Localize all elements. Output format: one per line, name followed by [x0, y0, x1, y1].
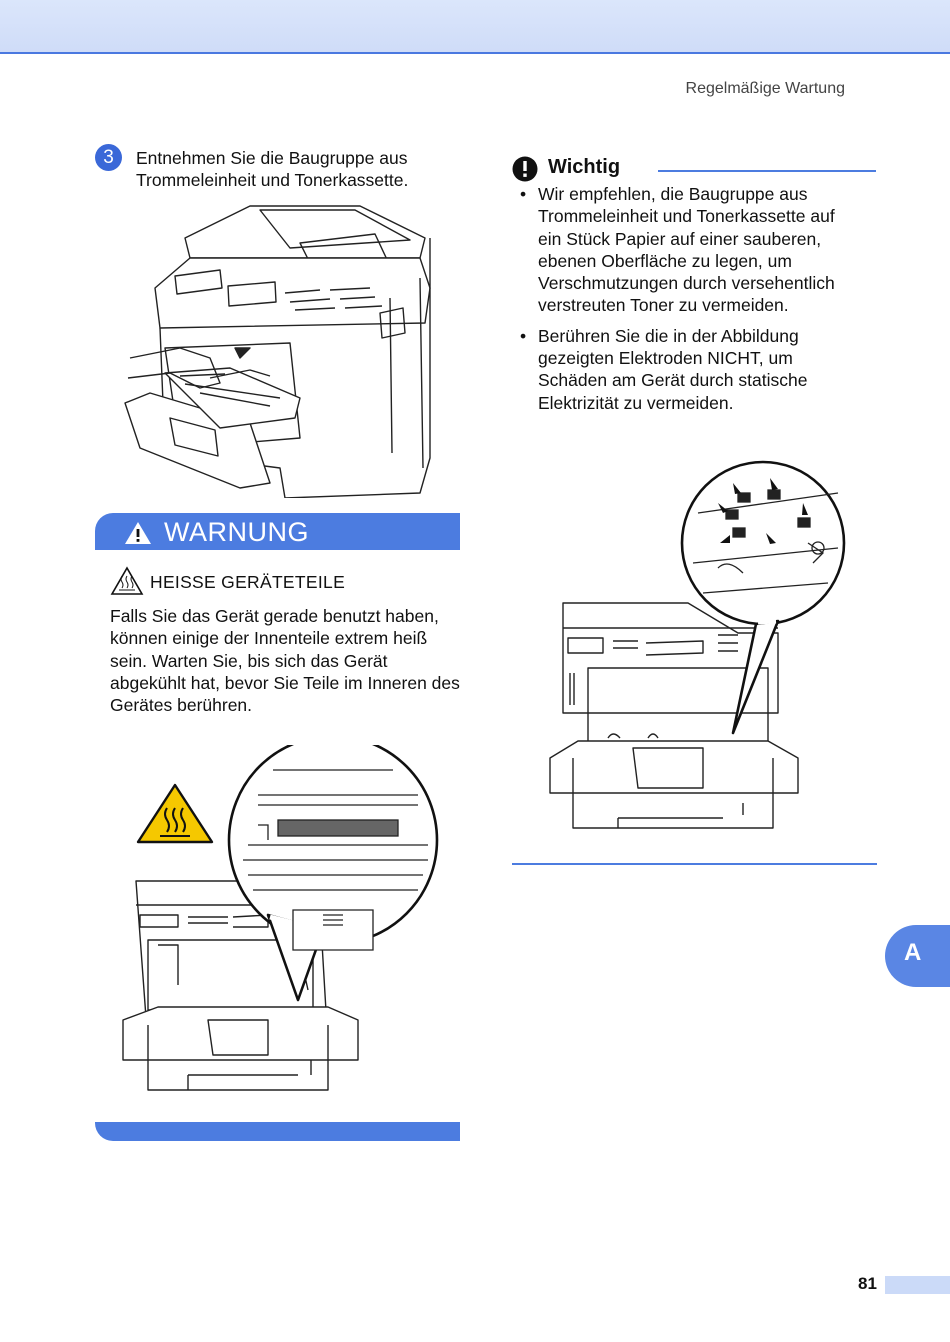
list-item: •Berühren Sie die in der Abbildung gezei… — [520, 325, 808, 413]
appendix-side-tab: A — [885, 925, 950, 987]
important-exclamation-icon — [512, 156, 538, 182]
electrode-zoom-circle — [680, 460, 846, 626]
section-header-title: Regelmäßige Wartung — [685, 80, 845, 97]
important-bullet-list: •Wir empfehlen, die Baugruppe aus Tromme… — [515, 183, 860, 422]
hot-surface-warning-symbol — [136, 783, 214, 844]
list-item: •Wir empfehlen, die Baugruppe aus Tromme… — [520, 184, 835, 316]
important-end-rule — [512, 863, 877, 865]
top-header-band — [0, 0, 950, 54]
important-title-rule — [658, 170, 876, 172]
hot-surface-icon — [110, 566, 144, 595]
warning-bottom-bar — [95, 1122, 460, 1141]
warning-title: WARNUNG — [164, 517, 309, 547]
page-number: 81 — [858, 1274, 877, 1293]
important-title: Wichtig — [548, 156, 621, 178]
step-number-badge: 3 — [95, 144, 122, 171]
side-tab-label: A — [904, 939, 922, 966]
page-number-band — [885, 1276, 950, 1294]
warning-triangle-icon — [125, 522, 151, 544]
warning-body-text: Falls Sie das Gerät gerade benutzt haben… — [110, 606, 460, 716]
warning-title-bar — [95, 513, 460, 550]
electrodes-zoom-illustration — [549, 460, 846, 829]
step-instruction-text: Entnehmen Sie die Baugruppe aus Trommele… — [136, 148, 409, 190]
printer-drum-removal-illustration — [124, 205, 431, 498]
hot-parts-heading: HEISSE GERÄTETEILE — [150, 572, 346, 592]
hot-parts-zoom-illustration — [122, 745, 439, 1091]
